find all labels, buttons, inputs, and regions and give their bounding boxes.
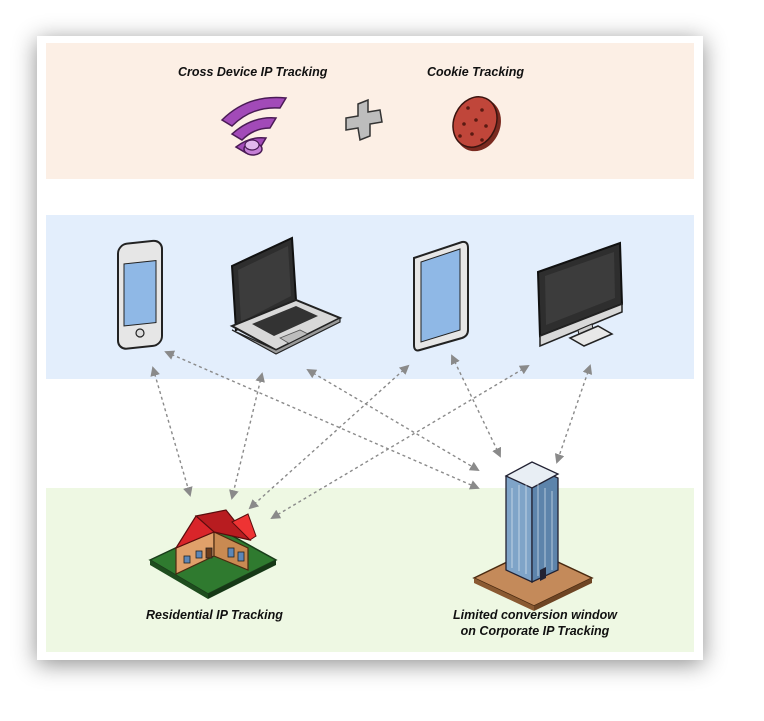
arrow-laptop-office [306,369,480,471]
arrow-laptop-home [229,372,265,500]
house-icon [148,509,278,599]
arrow-tablet-home [248,364,410,510]
plus-icon [345,98,383,142]
corporate-label-line1: Limited conversion window [453,608,617,622]
cross-device-label: Cross Device IP Tracking [178,65,328,79]
wifi-icon [220,96,288,156]
phone-icon [117,239,163,350]
arrow-monitor-home [270,364,530,520]
cookie-tracking-label: Cookie Tracking [427,65,525,79]
laptop-icon [229,236,343,355]
office-building-icon [472,461,594,611]
cookie-icon [452,96,501,152]
corporate-label-line2: on Corporate IP Tracking [460,624,610,638]
arrow-phone-office [164,350,480,490]
residential-label: Residential IP Tracking [146,608,283,622]
monitor-icon [536,241,624,348]
corporate-label: Limited conversion window on Corporate I… [440,607,630,639]
arrow-phone-home [150,366,193,497]
arrow-tablet-office [450,354,502,458]
connection-arrows [150,350,593,520]
arrow-monitor-office [554,364,593,464]
tablet-icon [413,240,469,352]
